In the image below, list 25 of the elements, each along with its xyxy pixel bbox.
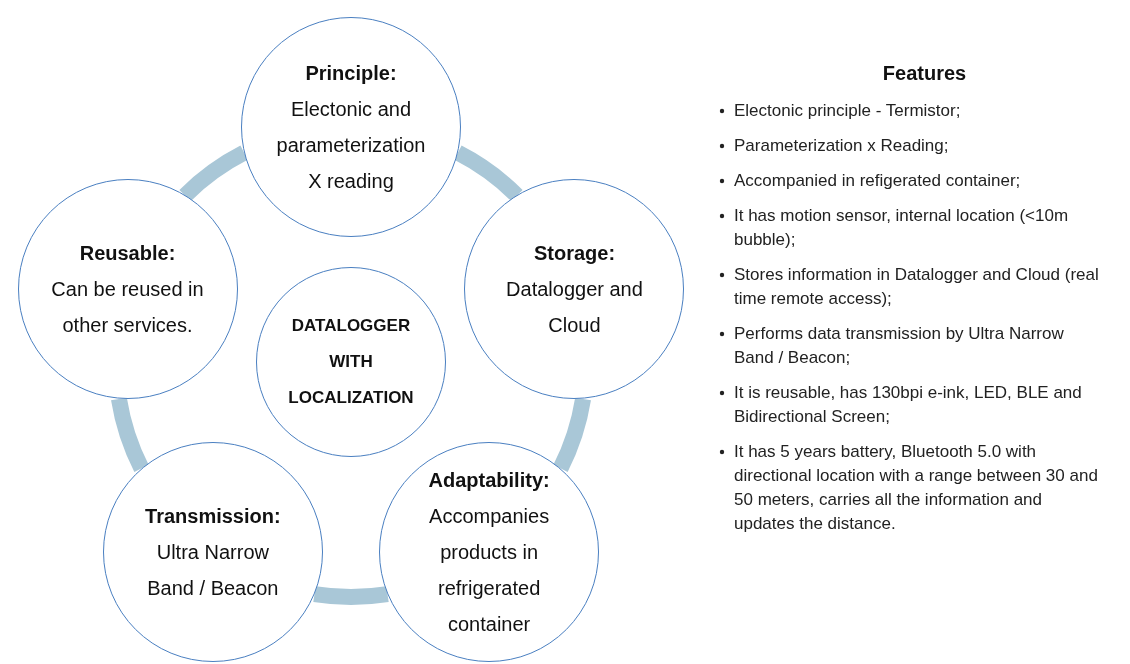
bullet-item: It has motion sensor, internal location (<10m bubble); <box>718 204 1103 252</box>
node-text: DATALOGGER WITH LOCALIZATION <box>287 315 415 409</box>
node-text: Ultra Narrow Band / Beacon <box>146 540 280 602</box>
bullet-item: Electonic principle - Termistor; <box>718 99 1103 123</box>
node-heading: Reusable: <box>79 241 176 267</box>
node-text: Can be reused in other services. <box>50 277 205 339</box>
list-heading: Features <box>881 62 968 85</box>
node-text: Electonic and parameterization X reading <box>275 97 427 194</box>
node-text: Datalogger and Cloud <box>505 277 644 339</box>
bullet-item: Performs data transmission by Ultra Narrow Band / Beacon; <box>718 322 1103 370</box>
connector-arc <box>553 397 591 472</box>
node-text: Accompanies products in refrigerated container <box>428 504 551 638</box>
connector-arc <box>111 397 149 472</box>
bullet-item: Stores information in Datalogger and Cloud (real time remote access); <box>718 263 1103 311</box>
connector-arc <box>179 145 248 202</box>
connector-arc <box>313 586 389 605</box>
bullet-item: It is reusable, has 130bpi e-ink, LED, BLE and Bidirectional Screen; <box>718 381 1103 429</box>
bullet-item: Accompanied in refigerated container; <box>718 169 1103 193</box>
connector-arc <box>454 145 523 202</box>
node-heading: Storage: <box>533 241 616 267</box>
node-heading: Transmission: <box>145 504 281 530</box>
bullet-item: It has 5 years battery, Bluetooth 5.0 with directional location with a range between 30 and 50 meters, carries all the information and updates the distance. <box>718 440 1103 536</box>
node-heading: Adaptability: <box>428 468 550 494</box>
node-heading: Principle: <box>305 61 397 86</box>
bullet-item: Parameterization x Reading; <box>718 134 1103 158</box>
